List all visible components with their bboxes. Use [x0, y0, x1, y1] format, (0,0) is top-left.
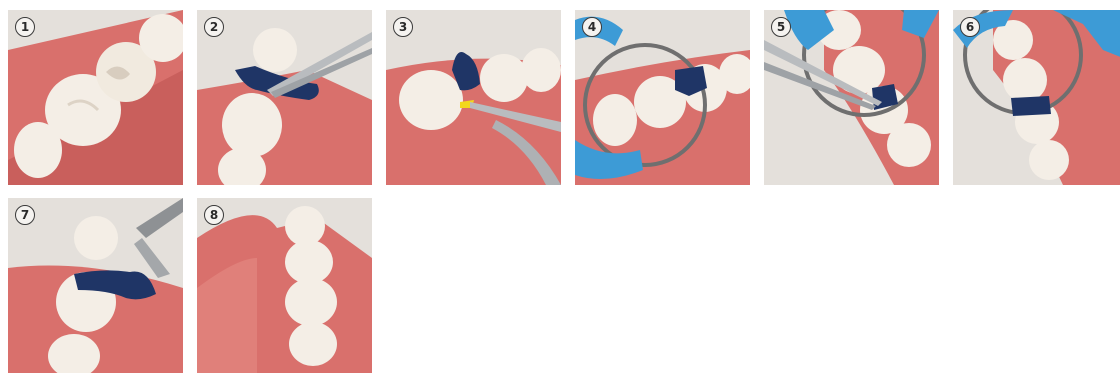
- tooth: [285, 278, 337, 326]
- step-number-badge: 5: [771, 17, 791, 37]
- ring-placement-illustration: [575, 10, 750, 185]
- step-panel-4: 4: [575, 10, 750, 185]
- matrix-band-placement-illustration: [197, 10, 372, 185]
- tooth: [593, 94, 637, 146]
- tooth: [222, 93, 282, 157]
- step-number-badge: 7: [15, 205, 35, 225]
- step-number-badge: 8: [204, 205, 224, 225]
- final-restoration-illustration: [197, 198, 372, 373]
- step-panel-6: 6: [953, 10, 1120, 185]
- wedge-insertion-illustration: [386, 10, 561, 185]
- step-panel-2: 2: [197, 10, 372, 185]
- step-panel-1: 1: [8, 10, 183, 185]
- matrix-band: [1011, 96, 1051, 116]
- step-number-badge: 3: [393, 17, 413, 37]
- tooth: [1029, 140, 1069, 180]
- tooth: [285, 240, 333, 284]
- tooth: [1003, 58, 1047, 102]
- step-number-badge: 2: [204, 17, 224, 37]
- step-number-badge: 4: [582, 17, 602, 37]
- tooth: [74, 216, 118, 260]
- tooth: [289, 322, 337, 366]
- step-panel-3: 3: [386, 10, 561, 185]
- teeth-illustration: [8, 10, 183, 185]
- tooth: [399, 70, 463, 130]
- tooth: [521, 48, 561, 92]
- tooth: [253, 28, 297, 72]
- step-number-badge: 6: [960, 17, 980, 37]
- tooth: [480, 54, 528, 102]
- ring-adjustment-illustration: [764, 10, 939, 185]
- band-removal-illustration: [8, 198, 183, 373]
- step-panel-5: 5: [764, 10, 939, 185]
- step-panel-8: 8: [197, 198, 372, 373]
- step-panel-7: 7: [8, 198, 183, 373]
- tooth: [887, 123, 931, 167]
- step-number-badge: 1: [15, 17, 35, 37]
- ring-secured-illustration: [953, 10, 1120, 185]
- tooth: [285, 206, 325, 246]
